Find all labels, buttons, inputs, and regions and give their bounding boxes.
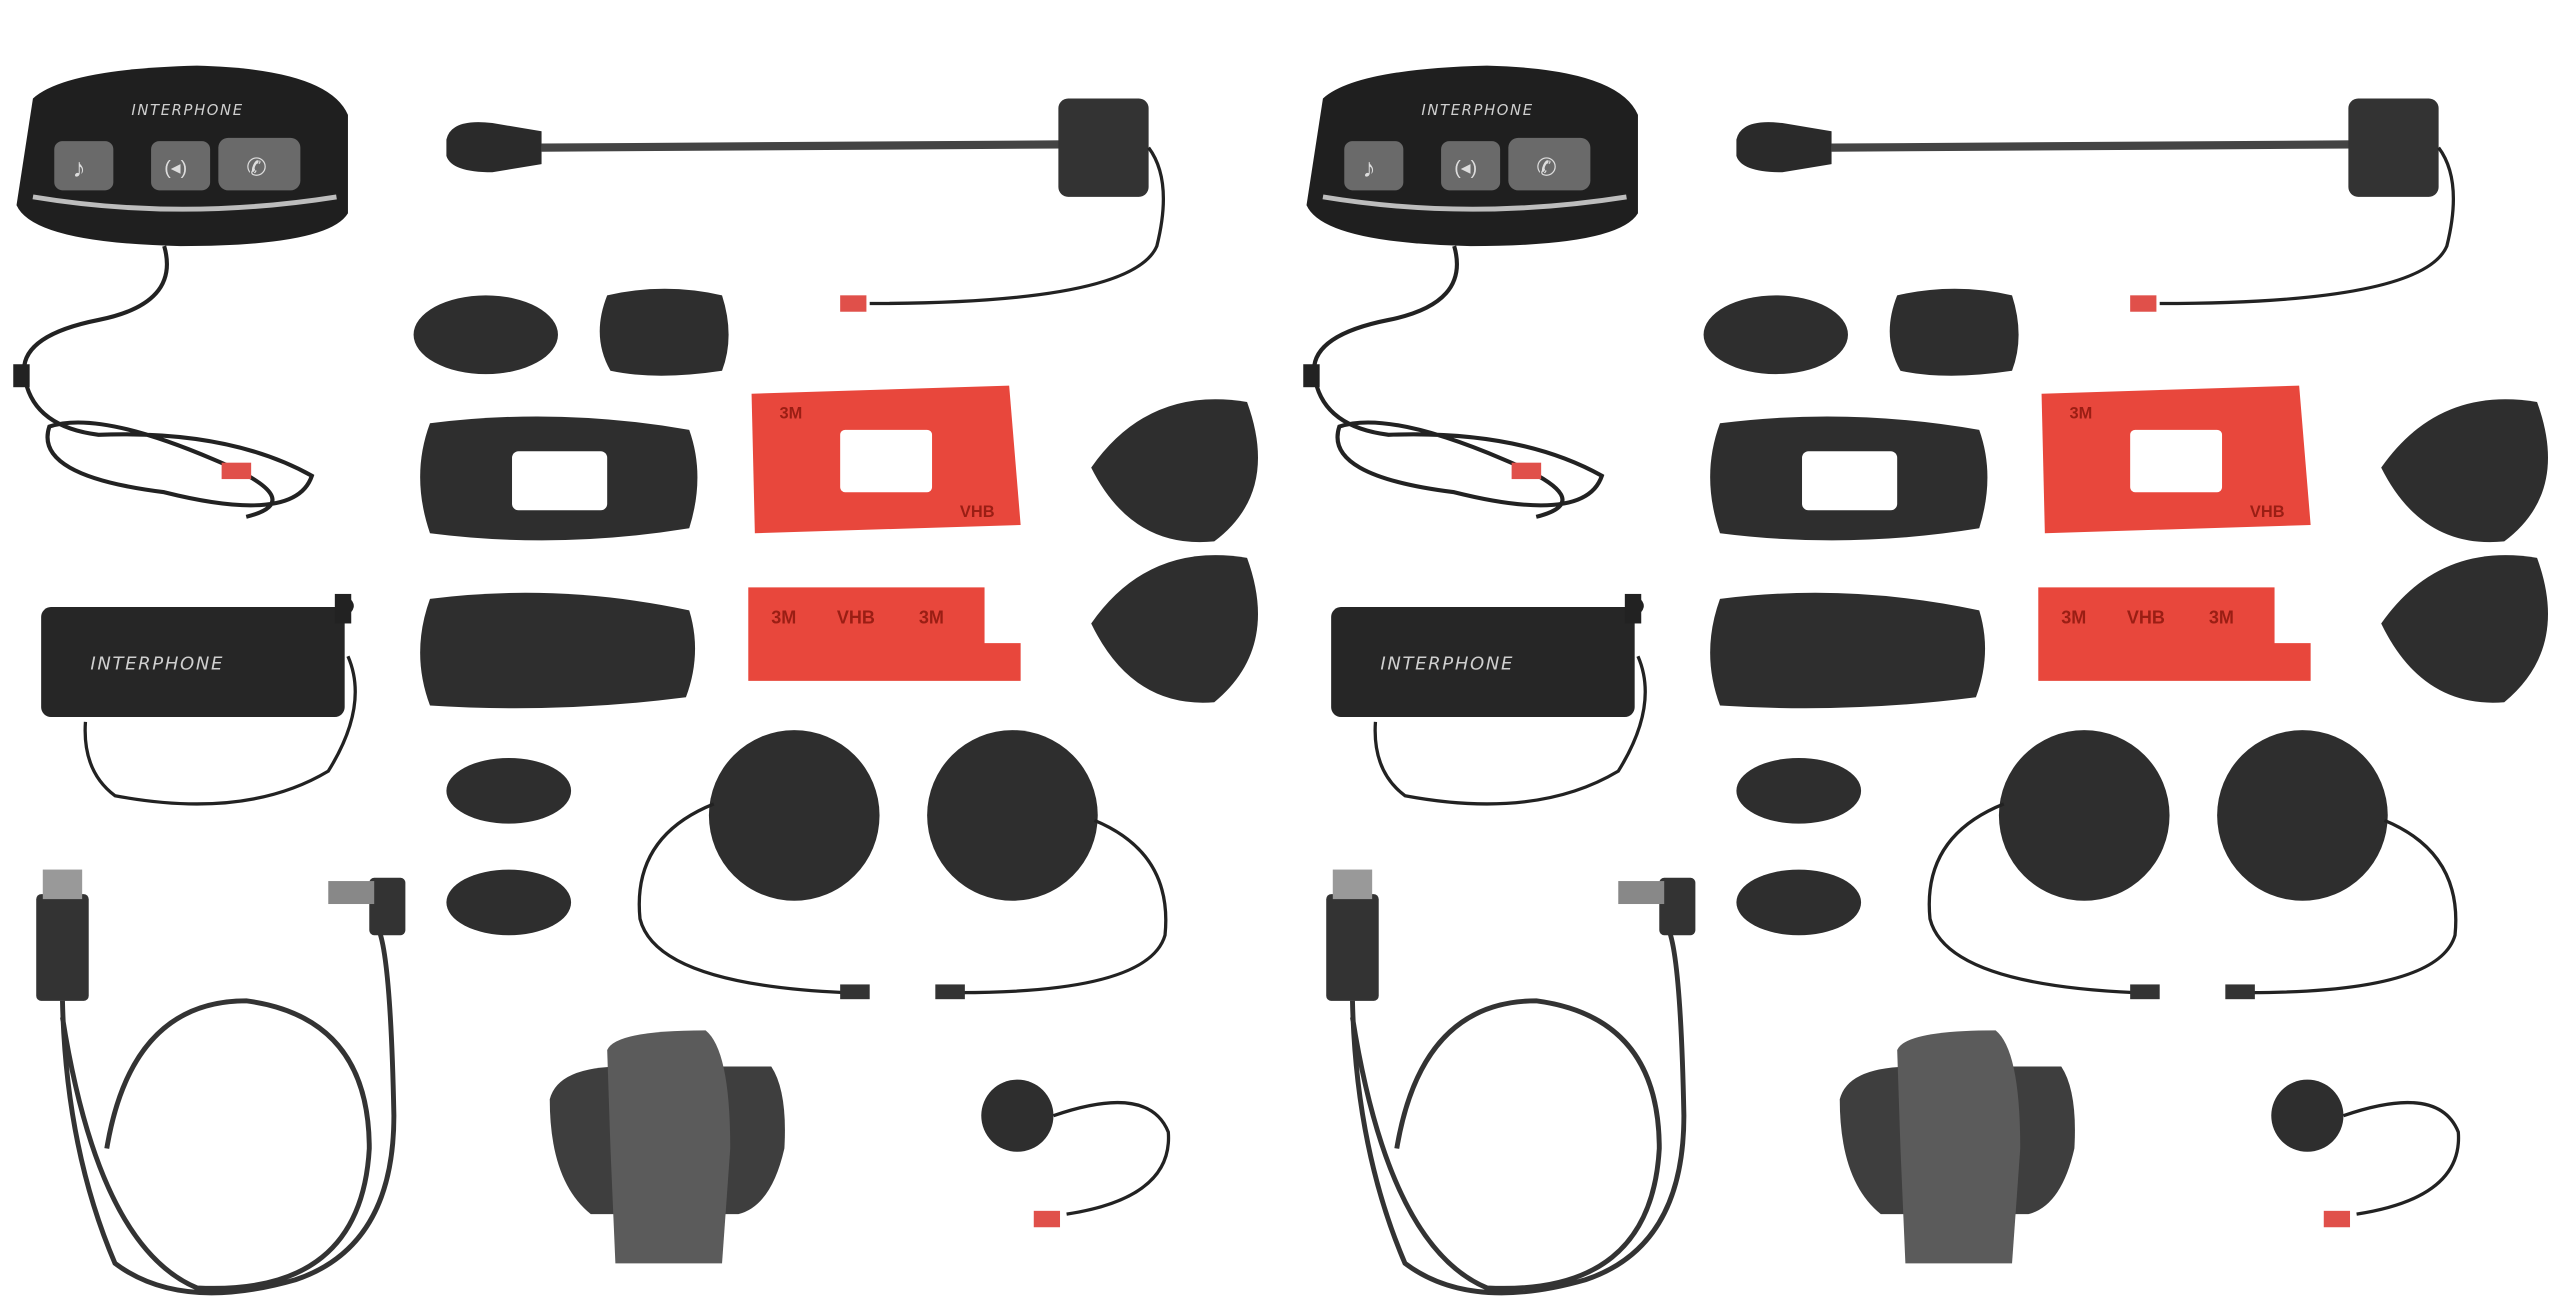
kit-photo: INTERPHONE ♪ (◂) ✆ 3M VHB 3M VHB 3M bbox=[13, 65, 1258, 1296]
svg-text:3M: 3M bbox=[771, 607, 796, 627]
small-foam-pad bbox=[1889, 288, 2019, 376]
helmet-mount-clip bbox=[549, 1030, 785, 1264]
phone-button bbox=[218, 137, 301, 191]
phone-button bbox=[1508, 137, 1591, 191]
wired-microphone bbox=[981, 1079, 1171, 1228]
teardrop-foam bbox=[1091, 399, 1258, 543]
mic-foam bbox=[446, 758, 572, 824]
speaker bbox=[2217, 730, 2388, 901]
phone-icon: ✆ bbox=[246, 155, 267, 182]
red-connector bbox=[1511, 462, 1542, 480]
svg-text:VHB: VHB bbox=[2250, 503, 2285, 521]
mic-foam bbox=[1736, 758, 1862, 824]
svg-text:VHB: VHB bbox=[960, 503, 995, 521]
interphone-logo: INTERPHONE bbox=[1421, 102, 1533, 119]
svg-text:3M: 3M bbox=[2061, 607, 2086, 627]
helmet-mount-clip bbox=[1839, 1030, 2075, 1264]
mic-foam bbox=[446, 869, 572, 936]
svg-text:3M: 3M bbox=[2069, 404, 2092, 422]
svg-text:VHB: VHB bbox=[837, 607, 875, 627]
foam-pads bbox=[1703, 288, 2548, 936]
adhesive-strip bbox=[2038, 587, 2311, 681]
small-foam-pad bbox=[599, 288, 729, 376]
intercom-button bbox=[1441, 141, 1501, 191]
battery-pack: INTERPHONE bbox=[1331, 593, 1647, 806]
adhesive-3m-pads: 3M VHB 3M VHB 3M bbox=[748, 385, 1021, 681]
adhesive-3m-pads: 3M VHB 3M VHB 3M bbox=[2038, 385, 2311, 681]
speaker bbox=[1998, 730, 2170, 901]
phone-icon: ✆ bbox=[1536, 155, 1557, 182]
interphone-logo: INTERPHONE bbox=[131, 102, 243, 119]
intercom-kit: INTERPHONE ♪ (◂) ✆ 3M VHB 3M VHB 3M bbox=[1290, 0, 2560, 1306]
mic-foam bbox=[1736, 869, 1862, 936]
teardrop-foam bbox=[2381, 555, 2548, 703]
intercom-icon: (◂) bbox=[164, 157, 187, 179]
battery-pack: INTERPHONE bbox=[41, 593, 357, 806]
adhesive-strip bbox=[748, 587, 1021, 681]
wired-microphone bbox=[2271, 1079, 2461, 1228]
main-intercom-unit: INTERPHONE ♪ (◂) ✆ bbox=[1303, 65, 1638, 519]
svg-text:INTERPHONE: INTERPHONE bbox=[1380, 653, 1514, 674]
music-button bbox=[1344, 141, 1404, 191]
kit-photo: INTERPHONE ♪ (◂) ✆ 3M VHB 3M VHB 3M bbox=[1303, 65, 2548, 1296]
boom-microphone bbox=[446, 98, 1165, 312]
speaker bbox=[927, 730, 1098, 901]
teardrop-foam bbox=[1091, 555, 1258, 703]
intercom-button bbox=[151, 141, 211, 191]
foam-wedge bbox=[420, 592, 696, 709]
small-foam-pad bbox=[413, 295, 558, 375]
music-note-icon: ♪ bbox=[72, 153, 85, 183]
speakers bbox=[637, 730, 1168, 1000]
usb-cable bbox=[1326, 869, 1696, 1296]
music-button bbox=[54, 141, 114, 191]
svg-text:VHB: VHB bbox=[2127, 607, 2165, 627]
foam-wedge bbox=[1710, 592, 1986, 709]
main-unit-cable bbox=[1311, 245, 1605, 519]
speaker bbox=[708, 730, 880, 901]
main-unit-cable bbox=[21, 245, 315, 519]
speakers bbox=[1927, 730, 2458, 1000]
small-foam-pad bbox=[1703, 295, 1848, 375]
main-intercom-unit: INTERPHONE ♪ (◂) ✆ bbox=[13, 65, 348, 519]
svg-text:INTERPHONE: INTERPHONE bbox=[90, 653, 224, 674]
teardrop-foam bbox=[2381, 399, 2548, 543]
boom-microphone bbox=[1736, 98, 2455, 312]
intercom-icon: (◂) bbox=[1454, 157, 1477, 179]
red-connector bbox=[221, 462, 252, 480]
music-note-icon: ♪ bbox=[1362, 153, 1375, 183]
svg-text:3M: 3M bbox=[779, 404, 802, 422]
svg-text:3M: 3M bbox=[2209, 607, 2234, 627]
svg-text:3M: 3M bbox=[919, 607, 944, 627]
intercom-kit: INTERPHONE ♪ (◂) ✆ 3M VHB 3M VHB 3M bbox=[0, 0, 1280, 1306]
foam-pads bbox=[413, 288, 1258, 936]
usb-cable bbox=[36, 869, 406, 1296]
